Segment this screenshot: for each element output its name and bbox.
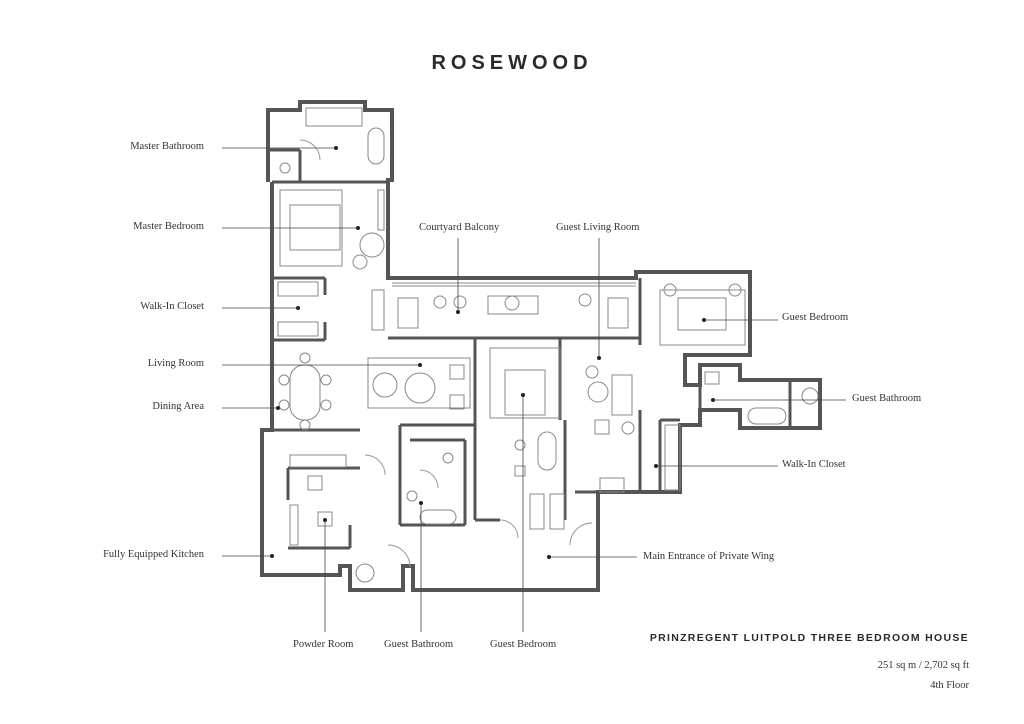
leader-dot [456, 310, 460, 314]
stool [514, 465, 526, 477]
master-bed [289, 204, 341, 251]
bed-frame [489, 347, 561, 419]
rug [659, 289, 746, 346]
house-title: PRINZREGENT LUITPOLD THREE BEDROOM HOUSE [649, 632, 969, 644]
door-swing [364, 454, 386, 476]
toilet [704, 371, 720, 385]
floor-text: 4th Floor [930, 680, 969, 691]
stool [433, 295, 447, 309]
armchair [594, 419, 610, 435]
label-master-bedroom: Master Bedroom [133, 221, 204, 232]
leader-dot [711, 398, 715, 402]
side-table [352, 254, 368, 270]
wardrobe [664, 424, 681, 491]
sink [514, 439, 526, 451]
stool [621, 421, 635, 435]
label-main-entrance: Main Entrance of Private Wing [643, 551, 775, 562]
leader-dot [418, 363, 422, 367]
counter [289, 504, 299, 546]
label-master-bathroom: Master Bathroom [130, 141, 204, 152]
brand-logo: ROSEWOOD [431, 52, 593, 74]
wardrobe [549, 493, 565, 530]
leader-dot [323, 518, 327, 522]
label-walk-in-closet-left: Walk-In Closet [140, 301, 204, 312]
wardrobe [277, 321, 319, 337]
chair [299, 352, 311, 364]
table [587, 381, 609, 403]
leader-dot [597, 356, 601, 360]
label-guest-bathroom-right: Guest Bathroom [852, 393, 922, 404]
toilet [406, 490, 418, 502]
chair [320, 399, 332, 411]
stool [453, 295, 467, 309]
bathtub [537, 431, 557, 471]
chair [278, 399, 290, 411]
leader-dot [356, 226, 360, 230]
area-text: 251 sq m / 2,702 sq ft [877, 660, 969, 671]
coffee-table [404, 372, 436, 404]
chair [299, 419, 311, 431]
door-swing [419, 469, 439, 489]
toilet [279, 162, 291, 174]
label-guest-bathroom-bottom: Guest Bathroom [384, 639, 454, 650]
lamp [728, 283, 742, 297]
vanity [305, 107, 363, 127]
leader-dot [521, 393, 525, 397]
guest-bed [677, 297, 727, 331]
label-powder-room: Powder Room [293, 639, 354, 650]
door-swing [569, 522, 593, 546]
label-guest-bedroom-right: Guest Bedroom [782, 312, 849, 323]
lamp [663, 283, 677, 297]
label-courtyard-balcony: Courtyard Balcony [419, 222, 500, 233]
chair [320, 374, 332, 386]
door-swing [499, 519, 519, 539]
toilet [442, 452, 454, 464]
door-swing [387, 544, 411, 568]
armchair [449, 394, 465, 410]
label-guest-living-room: Guest Living Room [556, 222, 640, 233]
sink [801, 387, 819, 405]
planter [371, 289, 385, 331]
toilet [307, 475, 323, 491]
door-swing [299, 139, 321, 161]
lounger [607, 297, 629, 329]
label-living-room: Living Room [147, 358, 204, 369]
bench [487, 295, 539, 315]
leader-dot [334, 146, 338, 150]
cabinet [599, 477, 625, 493]
leader-dot [654, 464, 658, 468]
sofa [611, 374, 633, 416]
desk [377, 189, 385, 231]
dining-table [289, 364, 321, 421]
table [504, 295, 520, 311]
label-kitchen: Fully Equipped Kitchen [103, 549, 204, 560]
bathtub [747, 407, 787, 425]
leader-dot [702, 318, 706, 322]
chair [278, 374, 290, 386]
lounger [397, 297, 419, 329]
label-dining-area: Dining Area [152, 401, 204, 412]
armchair [359, 232, 385, 258]
leader-dot [276, 406, 280, 410]
bathtub [419, 509, 457, 525]
wardrobe [529, 493, 545, 530]
armchair [372, 372, 398, 398]
leader-dot [296, 306, 300, 310]
leader-dot [270, 554, 274, 558]
stool [585, 365, 599, 379]
guest-bed [504, 369, 546, 416]
armchair [449, 364, 465, 380]
wardrobe [277, 281, 319, 297]
outer-wall [260, 100, 822, 592]
label-walk-in-closet-right: Walk-In Closet [782, 459, 846, 470]
leader-dot [547, 555, 551, 559]
counter [289, 454, 347, 468]
bathtub [367, 127, 385, 165]
label-guest-bedroom-bottom: Guest Bedroom [490, 639, 557, 650]
stool [578, 293, 592, 307]
armchair [355, 563, 375, 583]
leader-dot [419, 501, 423, 505]
sofa-group [367, 357, 471, 409]
